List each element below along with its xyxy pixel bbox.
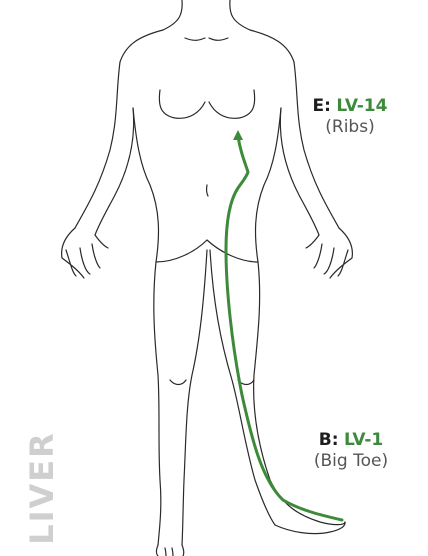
end-point-code: LV-14 — [336, 96, 387, 116]
begin-point-code: LV-1 — [344, 430, 383, 450]
shoulder-right — [250, 30, 294, 62]
meridian-arrowhead — [233, 130, 243, 140]
begin-point-heading: B: LV-1 — [296, 430, 406, 451]
groin-left — [156, 240, 207, 262]
arm-right-outer — [294, 62, 339, 228]
chest-right — [209, 90, 255, 118]
neck-left — [163, 0, 182, 30]
end-point-prefix: E: — [313, 96, 331, 116]
leg-left-outer — [154, 262, 161, 545]
torso-right — [256, 108, 281, 262]
collar-right — [209, 38, 228, 40]
end-point-heading: E: LV-14 — [305, 96, 395, 117]
begin-point-location: (Big Toe) — [296, 451, 406, 472]
begin-point-label: B: LV-1 (Big Toe) — [296, 430, 406, 473]
leg-right-inner — [210, 250, 275, 525]
hand-right — [306, 228, 352, 278]
neck-right — [230, 0, 250, 30]
end-point-location: (Ribs) — [305, 117, 395, 138]
meridian-title: LIVER — [22, 420, 62, 555]
knee-left — [170, 380, 186, 385]
hand-left — [62, 228, 108, 278]
leg-left-inner — [182, 250, 207, 545]
arm-left-outer — [75, 62, 120, 228]
chest-left — [159, 90, 205, 118]
meridian-title-text: LIVER — [23, 431, 61, 545]
torso-left — [133, 108, 158, 262]
groin-right — [207, 240, 258, 262]
shoulder-left — [120, 30, 163, 62]
foot-left — [157, 545, 184, 556]
leg-right-outer — [254, 262, 345, 525]
collar-left — [185, 38, 205, 40]
foot-right — [275, 522, 345, 534]
navel — [207, 185, 208, 196]
end-point-label: E: LV-14 (Ribs) — [305, 96, 395, 139]
begin-point-prefix: B: — [319, 430, 339, 450]
